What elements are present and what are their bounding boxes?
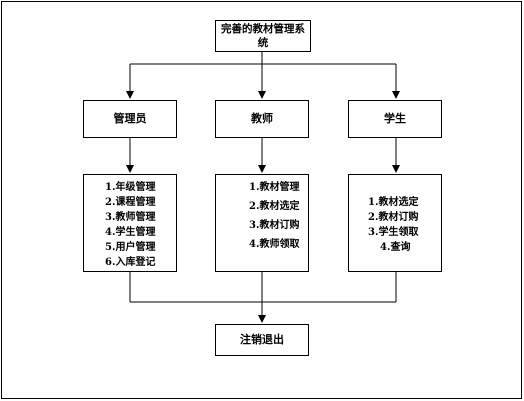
- function-item: 1.教材管理: [249, 182, 300, 193]
- function-item: 3.教师管理: [105, 212, 156, 223]
- function-item: 3.教材订购: [249, 220, 300, 231]
- function-item: 6.入库登记: [105, 257, 156, 268]
- role-title-student: 学生: [384, 112, 406, 125]
- function-item: 2.教材选定: [249, 201, 300, 212]
- function-item: 3.学生领取: [368, 227, 419, 238]
- role-node-admin: 管理员: [83, 100, 177, 138]
- root-title: 完善的教材管理系统: [221, 23, 305, 49]
- role-node-teacher: 教师: [215, 100, 309, 138]
- function-item: 1.教材选定: [368, 197, 419, 208]
- function-item: 4.查询: [380, 242, 411, 253]
- root-node: 完善的教材管理系统: [215, 20, 311, 52]
- exit-node: 注销退出: [215, 324, 309, 356]
- function-item: 4.教师领取: [249, 239, 300, 250]
- role-title-teacher: 教师: [251, 112, 273, 125]
- function-item: 2.教材订购: [368, 212, 419, 223]
- function-list-student: 1.教材选定 2.教材订购 3.学生领取 4.查询: [348, 174, 442, 272]
- exit-title: 注销退出: [240, 333, 284, 346]
- function-item: 5.用户管理: [105, 242, 156, 253]
- function-list-admin: 1.年级管理 2.课程管理 3.教师管理 4.学生管理 5.用户管理 6.入库登…: [83, 174, 177, 272]
- function-item: 4.学生管理: [105, 227, 156, 238]
- role-node-student: 学生: [348, 100, 442, 138]
- role-title-admin: 管理员: [113, 112, 147, 125]
- function-item: 1.年级管理: [105, 182, 156, 193]
- function-item: 2.课程管理: [105, 197, 156, 208]
- function-list-teacher: 1.教材管理 2.教材选定 3.教材订购 4.教师领取: [215, 174, 309, 272]
